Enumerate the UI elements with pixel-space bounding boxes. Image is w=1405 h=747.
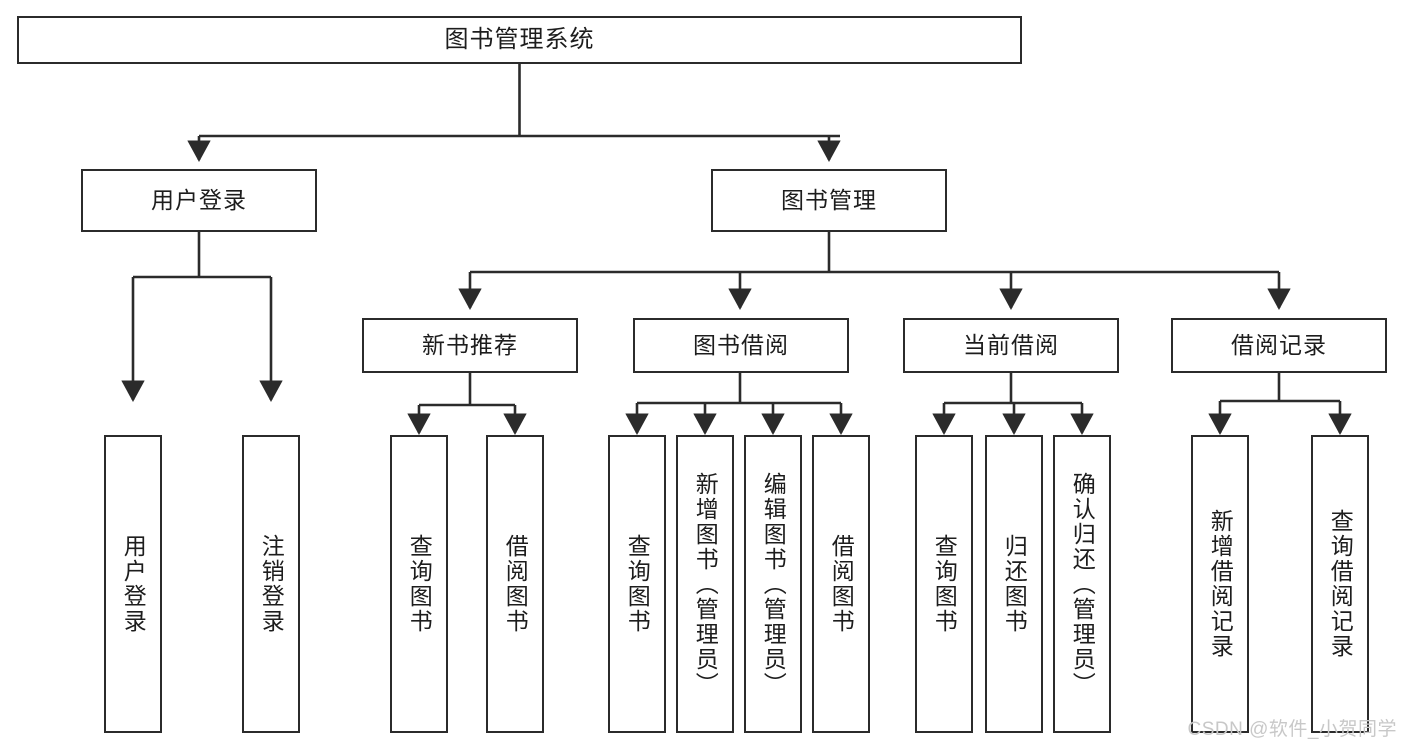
leaf-query-book-new-recommend[interactable]: 查询图书 bbox=[390, 435, 448, 733]
node-root-book-management-system[interactable]: 图书管理系统 bbox=[17, 16, 1022, 64]
node-label: 当前借阅 bbox=[963, 332, 1059, 359]
node-label: 查询图书 bbox=[624, 534, 651, 634]
node-book-borrow[interactable]: 图书借阅 bbox=[633, 318, 849, 373]
node-label: 新书推荐 bbox=[422, 332, 518, 359]
node-label: 借阅图书 bbox=[502, 534, 529, 634]
leaf-borrow-book-new-recommend[interactable]: 借阅图书 bbox=[486, 435, 544, 733]
node-label: 图书借阅 bbox=[693, 332, 789, 359]
node-label: 图书管理 bbox=[781, 187, 877, 214]
leaf-edit-book-admin[interactable]: 编辑图书（管理员） bbox=[744, 435, 802, 733]
leaf-query-borrow-record[interactable]: 查询借阅记录 bbox=[1311, 435, 1369, 733]
node-new-book-recommend[interactable]: 新书推荐 bbox=[362, 318, 578, 373]
csdn-watermark: CSDN @软件_小贺同学 bbox=[1187, 719, 1397, 740]
node-label: 查询借阅记录 bbox=[1327, 509, 1354, 659]
leaf-query-book-borrow[interactable]: 查询图书 bbox=[608, 435, 666, 733]
node-user-login[interactable]: 用户登录 bbox=[81, 169, 317, 232]
leaf-return-book[interactable]: 归还图书 bbox=[985, 435, 1043, 733]
node-label: 编辑图书（管理员） bbox=[760, 471, 787, 697]
node-label: 查询图书 bbox=[406, 534, 433, 634]
leaf-confirm-return-admin[interactable]: 确认归还（管理员） bbox=[1053, 435, 1111, 733]
leaf-logout-login[interactable]: 注销登录 bbox=[242, 435, 300, 733]
node-label: 确认归还（管理员） bbox=[1069, 471, 1096, 697]
node-book-management[interactable]: 图书管理 bbox=[711, 169, 947, 232]
node-borrow-record[interactable]: 借阅记录 bbox=[1171, 318, 1387, 373]
node-label: 图书管理系统 bbox=[444, 26, 595, 54]
node-label: 用户登录 bbox=[151, 187, 247, 214]
node-label: 注销登录 bbox=[258, 534, 285, 634]
leaf-add-book-admin[interactable]: 新增图书（管理员） bbox=[676, 435, 734, 733]
node-current-borrow[interactable]: 当前借阅 bbox=[903, 318, 1119, 373]
leaf-add-borrow-record[interactable]: 新增借阅记录 bbox=[1191, 435, 1249, 733]
leaf-query-book-current[interactable]: 查询图书 bbox=[915, 435, 973, 733]
node-label: 归还图书 bbox=[1001, 534, 1028, 634]
leaf-user-login[interactable]: 用户登录 bbox=[104, 435, 162, 733]
node-label: 新增借阅记录 bbox=[1207, 509, 1234, 659]
node-label: 借阅图书 bbox=[828, 534, 855, 634]
node-label: 用户登录 bbox=[120, 534, 147, 634]
node-label: 新增图书（管理员） bbox=[692, 471, 719, 697]
leaf-borrow-book[interactable]: 借阅图书 bbox=[812, 435, 870, 733]
node-label: 借阅记录 bbox=[1231, 332, 1327, 359]
node-label: 查询图书 bbox=[931, 534, 958, 634]
